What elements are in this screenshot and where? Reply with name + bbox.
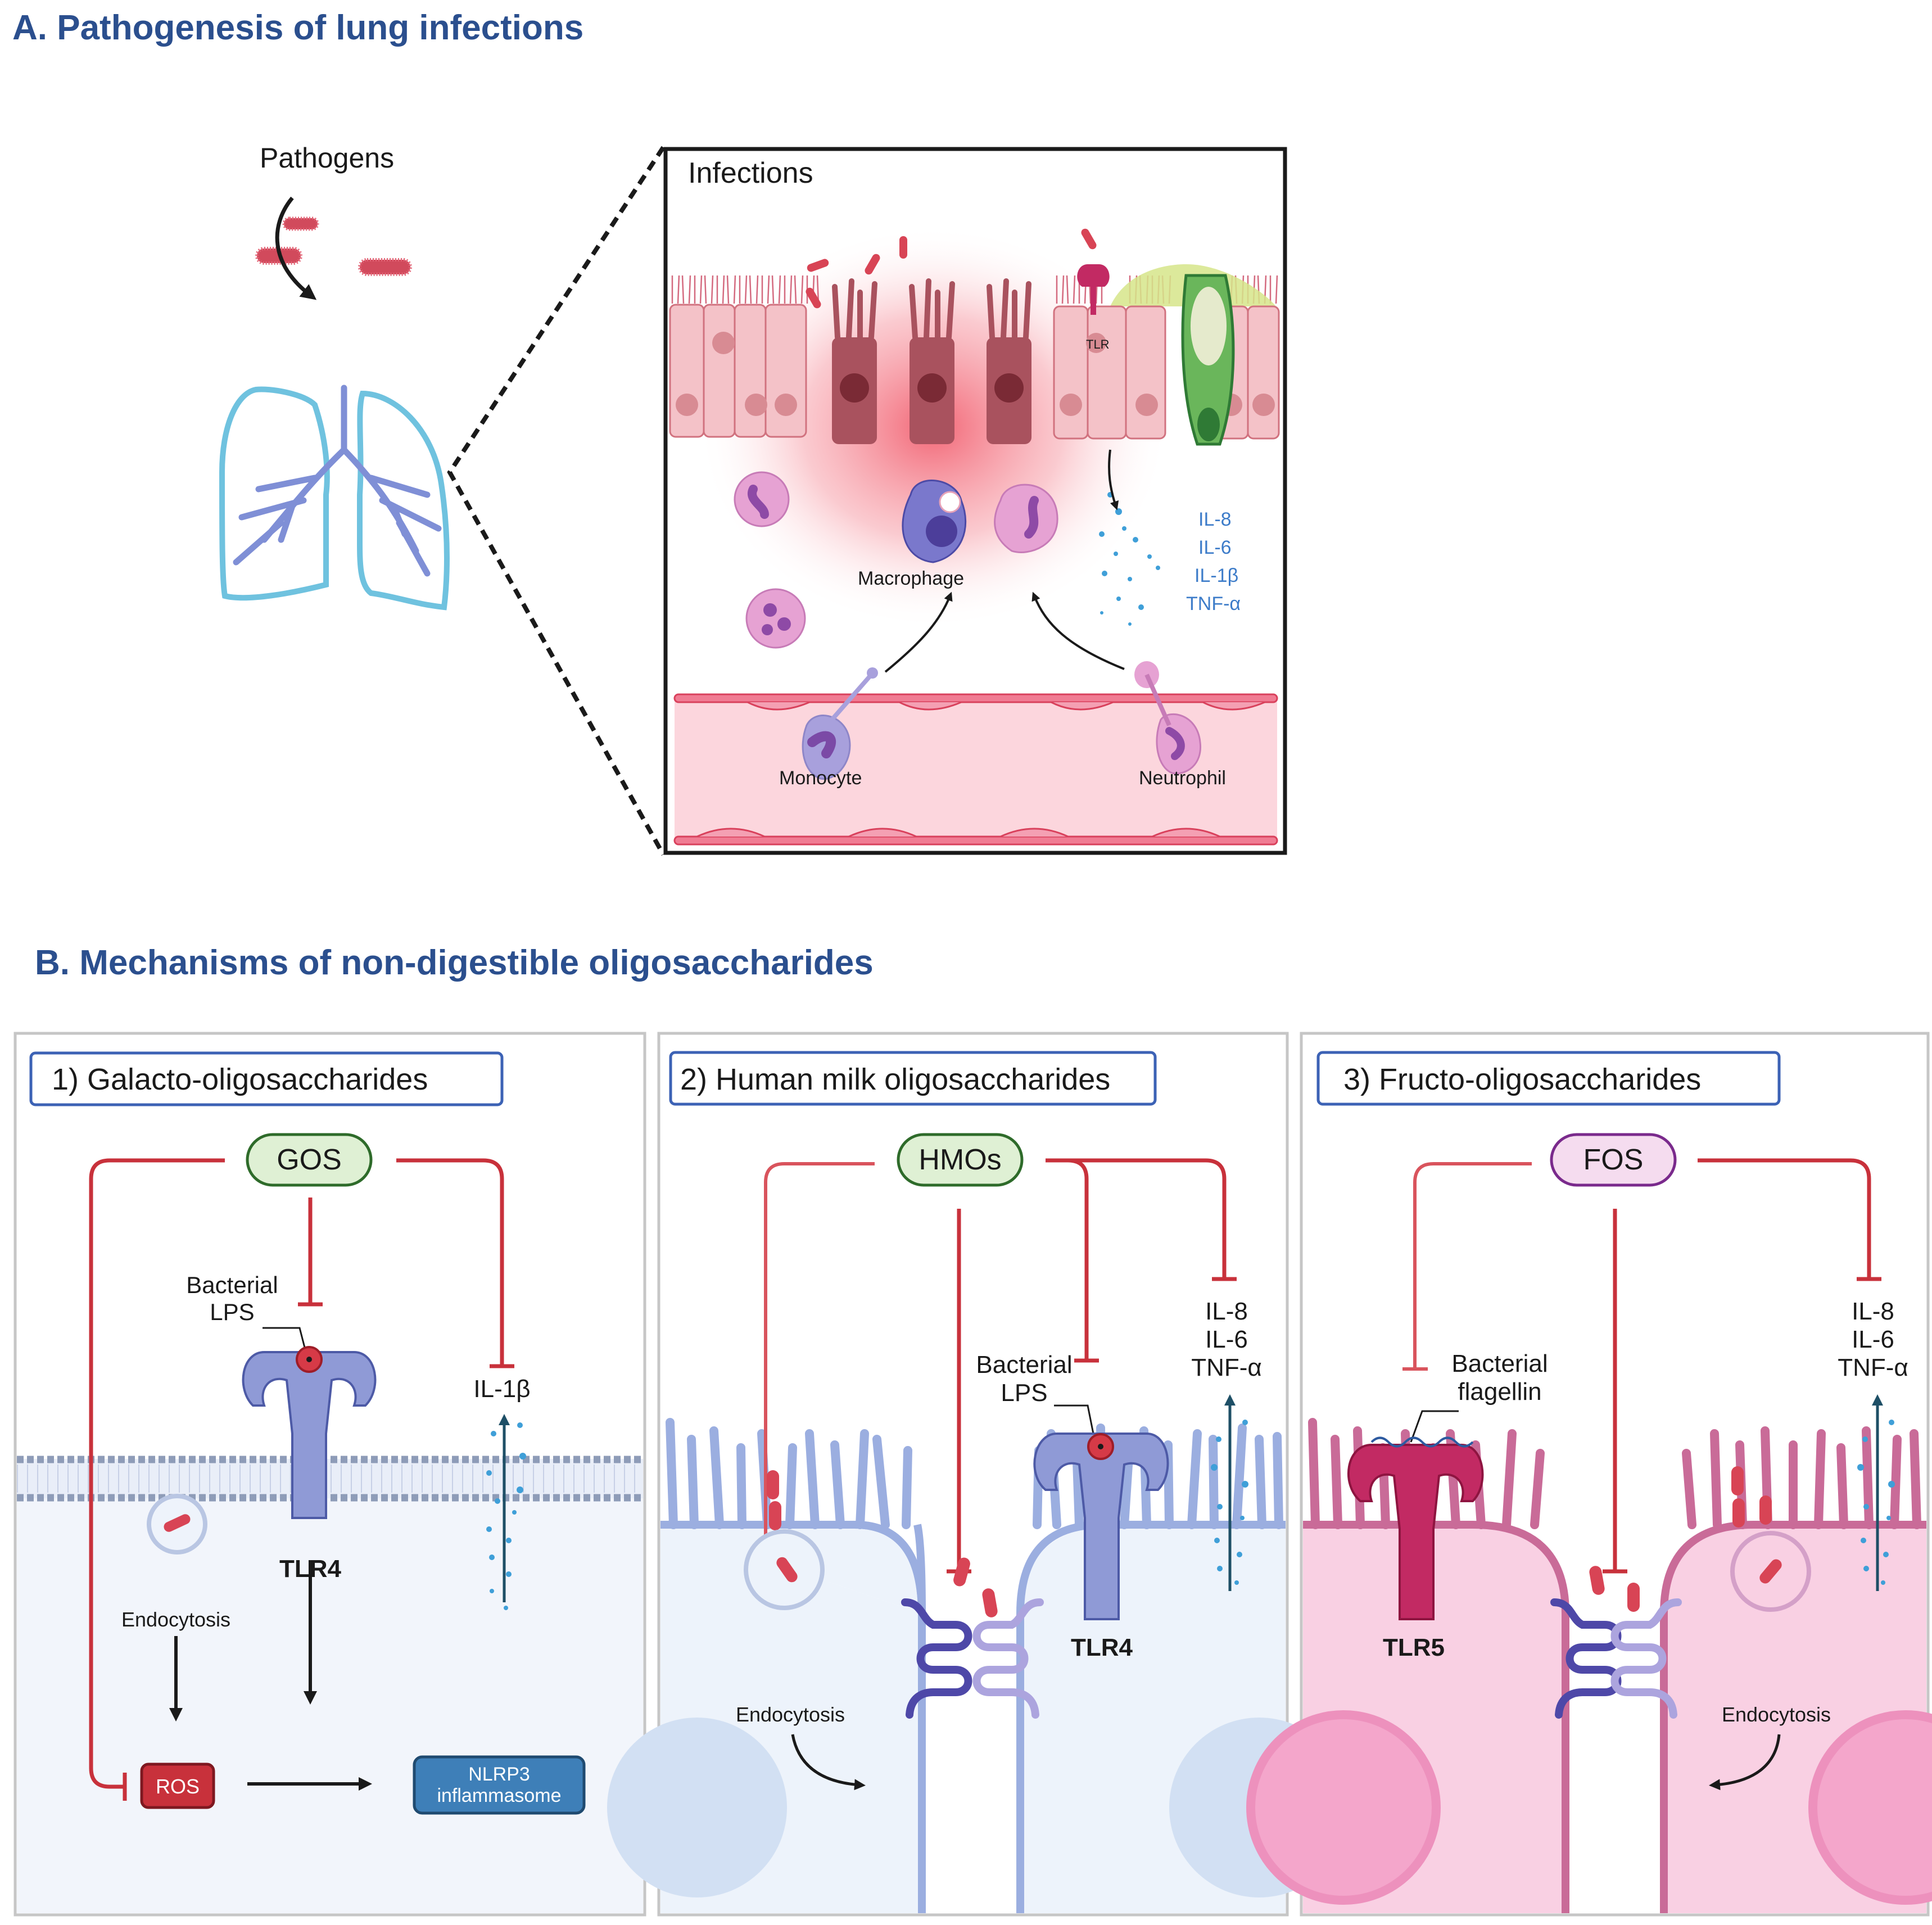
bacteria-in-airway bbox=[806, 228, 1097, 309]
neutrophil-migration-arrow bbox=[1031, 591, 1125, 670]
subpanel-fructo-oligosaccharides: 3) Fructo-oligosaccharides FOS Bacterial… bbox=[1246, 1032, 1932, 1917]
cytokine-dots bbox=[1857, 1420, 1895, 1585]
panel-b-title: B. Mechanisms of non-digestible oligosac… bbox=[35, 943, 874, 982]
bacterium-icon bbox=[776, 1557, 798, 1583]
bacterial-flagellin-label-2: flagellin bbox=[1458, 1378, 1541, 1406]
tlr4-receptor-icon bbox=[1033, 1433, 1169, 1620]
endocytosis-label: Endocytosis bbox=[1722, 1703, 1831, 1726]
flagellin-icon bbox=[1370, 1436, 1474, 1448]
bacterium-icon bbox=[1759, 1559, 1782, 1584]
subpanel-galacto-oligosaccharides: 1) Galacto-oligosaccharides GOS Bacteria… bbox=[13, 1032, 646, 1917]
subpanel-3-header: 3) Fructo-oligosaccharides bbox=[1343, 1063, 1701, 1096]
cytokine-dots bbox=[1211, 1420, 1248, 1585]
tight-junction-proteins bbox=[901, 1598, 1044, 1719]
nucleus bbox=[1808, 1710, 1932, 1905]
subpanel-2-header: 2) Human milk oligosaccharides bbox=[680, 1063, 1110, 1096]
tlr4-label: TLR4 bbox=[1071, 1634, 1133, 1661]
panel-a-title: A. Pathogenesis of lung infections bbox=[12, 8, 583, 47]
monocyte-migration-arrow bbox=[884, 591, 953, 673]
nlrp3-inflammasome-box bbox=[413, 1755, 586, 1815]
bacterial-lps-label-1: Bacterial bbox=[976, 1351, 1072, 1379]
cytokine-label-0: IL-8 bbox=[1198, 509, 1232, 530]
hmos-inhibits-cytokines-line bbox=[1046, 1158, 1237, 1281]
bacteria bbox=[767, 1470, 998, 1617]
nlrp3-label-1: NLRP3 bbox=[468, 1764, 530, 1785]
neutrophil-label: Neutrophil bbox=[1139, 767, 1226, 789]
endocytosis-label: Endocytosis bbox=[121, 1608, 230, 1631]
cytokine-label-0: IL-8 bbox=[1852, 1298, 1894, 1325]
bacterial-lps-label-1: Bacterial bbox=[186, 1272, 278, 1298]
endocytosis-label: Endocytosis bbox=[736, 1703, 845, 1726]
infections-zoom-box: Infections bbox=[663, 147, 1287, 855]
subpanel-1-header-box bbox=[29, 1051, 504, 1106]
tlr4-receptor-icon bbox=[242, 1346, 377, 1519]
zoom-connector-lines bbox=[447, 146, 666, 856]
cytokine-label-1: IL-6 bbox=[1205, 1326, 1248, 1353]
fos-inhibits-cytokines-line bbox=[1698, 1158, 1881, 1281]
cytokine-dots bbox=[1099, 492, 1160, 626]
fos-label: FOS bbox=[1583, 1144, 1644, 1176]
gos-inhibits-il1b-line bbox=[396, 1158, 514, 1368]
cytokine-label-1: IL-6 bbox=[1852, 1326, 1894, 1353]
gos-label: GOS bbox=[277, 1144, 342, 1176]
gos-inhibits-ros-line bbox=[89, 1158, 225, 1801]
fos-compound-box bbox=[1550, 1133, 1677, 1187]
nucleus bbox=[607, 1718, 787, 1897]
infections-title: Infections bbox=[688, 157, 813, 189]
monocyte bbox=[802, 667, 878, 780]
cell-membrane bbox=[17, 1456, 643, 1502]
cytokine-label-2: TNF-α bbox=[1838, 1354, 1908, 1381]
tight-junction-proteins bbox=[1550, 1598, 1682, 1719]
damaged-epithelial-cells bbox=[832, 278, 1031, 444]
hmos-compound-box bbox=[897, 1133, 1024, 1187]
activated-neutrophil bbox=[994, 483, 1058, 553]
bacterial-lps-label-2: LPS bbox=[1001, 1379, 1047, 1407]
nucleus bbox=[1246, 1710, 1441, 1905]
hmos-label: HMOs bbox=[919, 1144, 1001, 1176]
cytokine-label-3: TNF-α bbox=[1186, 593, 1241, 614]
cytokine-label-2: TNF-α bbox=[1191, 1354, 1262, 1381]
cytokine-label-0: IL-8 bbox=[1205, 1298, 1248, 1325]
subpanel-2-header-box bbox=[669, 1051, 1157, 1106]
fos-inhibits-flagellin-line bbox=[1402, 1162, 1532, 1371]
bacterium-icon bbox=[164, 1514, 191, 1532]
gos-compound-box bbox=[246, 1133, 373, 1187]
necrotic-neutrophil bbox=[745, 588, 806, 649]
ros-box bbox=[140, 1763, 215, 1809]
dying-neutrophil bbox=[734, 471, 790, 527]
nlrp3-label-2: inflammasome bbox=[437, 1785, 561, 1806]
macrophage bbox=[902, 480, 967, 563]
lung-icon bbox=[219, 385, 450, 611]
bacteria bbox=[1589, 1466, 1772, 1612]
il1b-label: IL-1β bbox=[473, 1375, 530, 1403]
subpanel-3-header-box bbox=[1316, 1051, 1781, 1106]
inhalation-arrow bbox=[275, 196, 317, 300]
cytokine-label-1: IL-6 bbox=[1198, 537, 1232, 558]
subpanel-human-milk-oligosaccharides: 2) Human milk oligosaccharides HMOs Bact… bbox=[607, 1032, 1349, 1917]
monocyte-label: Monocyte bbox=[779, 767, 862, 789]
bacterial-flagellin-label-1: Bacterial bbox=[1451, 1350, 1548, 1377]
cytokine-dots bbox=[486, 1422, 526, 1610]
ros-label: ROS bbox=[156, 1775, 200, 1798]
tlr5-label: TLR5 bbox=[1383, 1634, 1445, 1661]
epithelial-cells-left bbox=[669, 304, 807, 438]
tlr5-receptor-icon bbox=[1347, 1436, 1484, 1620]
fos-inhibits-paracellular-line bbox=[1603, 1209, 1627, 1574]
gos-inhibits-lps-line bbox=[298, 1198, 323, 1307]
cytokine-label-2: IL-1β bbox=[1195, 565, 1238, 586]
pathogens-label: Pathogens bbox=[260, 142, 394, 174]
bacterial-lps-label-2: LPS bbox=[210, 1299, 254, 1325]
neutrophil bbox=[1134, 661, 1202, 775]
subpanel-1-header: 1) Galacto-oligosaccharides bbox=[52, 1063, 428, 1096]
endocytosis-arrow bbox=[1709, 1734, 1781, 1791]
tlr-label: TLR bbox=[1086, 337, 1110, 351]
macrophage-label: Macrophage bbox=[858, 568, 964, 589]
cytokine-release-arrow bbox=[1108, 449, 1119, 510]
endocytosis-arrow bbox=[791, 1734, 866, 1791]
tlr-receptor-icon bbox=[1077, 264, 1110, 353]
